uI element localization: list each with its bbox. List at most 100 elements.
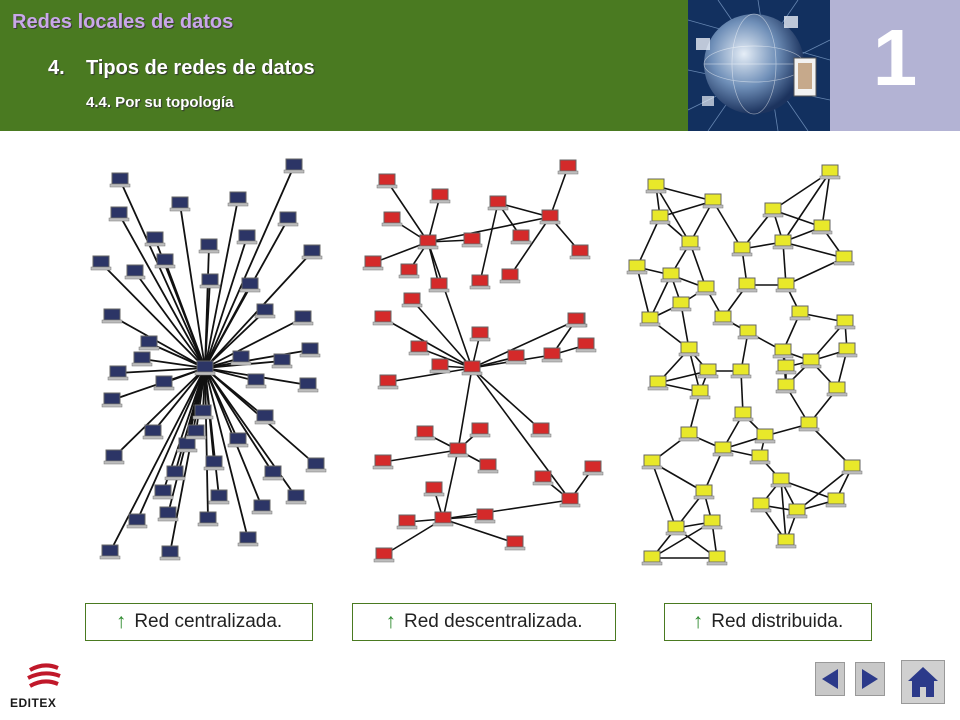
computer-icon <box>689 384 711 400</box>
decentralized-network <box>362 159 604 563</box>
computer-icon <box>665 520 687 536</box>
computer-icon <box>254 303 276 319</box>
computer-icon <box>474 508 496 524</box>
computer-icon <box>377 374 399 390</box>
computer-icon <box>194 360 216 376</box>
computer-icon <box>639 311 661 327</box>
computer-icon <box>373 547 395 563</box>
next-button[interactable] <box>855 662 885 696</box>
computer-icon <box>197 511 219 527</box>
computer-icon <box>301 244 323 260</box>
computer-icon <box>107 365 129 381</box>
network-link <box>195 367 206 433</box>
computer-icon <box>505 349 527 365</box>
computer-icon <box>510 229 532 245</box>
network-link <box>509 216 551 277</box>
distributed-network <box>626 164 863 566</box>
centralized-network <box>90 158 327 561</box>
computer-icon <box>230 350 252 366</box>
network-link <box>141 358 206 369</box>
network-link <box>152 367 206 433</box>
computer-icon <box>825 492 847 508</box>
network-topology-diagrams <box>90 158 863 566</box>
network-link <box>164 260 206 369</box>
editex-logo-icon <box>27 663 61 688</box>
network-link <box>204 349 311 369</box>
computer-icon <box>645 178 667 194</box>
computer-icon <box>702 193 724 209</box>
computer-icon <box>477 458 499 474</box>
computer-icon <box>770 472 792 488</box>
computer-icon <box>372 454 394 470</box>
computer-icon <box>569 244 591 260</box>
computer-icon <box>789 305 811 321</box>
network-link <box>117 367 206 374</box>
network-link <box>204 280 211 369</box>
computer-icon <box>285 489 307 505</box>
network-link <box>471 367 542 431</box>
network-link <box>119 179 206 369</box>
computer-icon <box>731 241 753 257</box>
computer-icon <box>142 424 164 440</box>
triangle-left-icon <box>822 669 838 689</box>
computer-icon <box>185 424 207 440</box>
network-link <box>712 200 743 250</box>
network-link <box>655 185 714 202</box>
computer-icon <box>539 209 561 225</box>
course-title: Redes locales de datos <box>12 11 234 33</box>
computer-icon <box>108 206 130 222</box>
computer-icon <box>144 231 166 247</box>
up-arrow-icon: ↑ <box>692 610 704 633</box>
computer-icon <box>408 340 430 356</box>
home-button[interactable] <box>901 660 945 704</box>
chapter-number-box: 1 <box>830 0 960 131</box>
computer-icon <box>504 535 526 551</box>
network-link <box>796 466 853 512</box>
computer-icon <box>841 459 863 475</box>
network-link <box>386 180 429 243</box>
computer-icon <box>750 497 772 513</box>
network-link <box>479 202 499 283</box>
computer-icon <box>800 353 822 369</box>
computer-icon <box>198 238 220 254</box>
section-number: 4. <box>48 57 65 79</box>
network-link <box>427 216 551 243</box>
computer-icon <box>199 273 221 289</box>
computer-icon <box>487 195 509 211</box>
network-link <box>471 367 571 501</box>
computer-icon <box>499 268 521 284</box>
computer-icon <box>697 363 719 379</box>
computer-icon <box>811 219 833 235</box>
computer-icon <box>299 342 321 358</box>
chapter-number: 1 <box>872 13 918 102</box>
computer-icon <box>775 533 797 549</box>
computer-icon <box>277 211 299 227</box>
computer-icon <box>297 377 319 393</box>
network-link <box>655 185 691 244</box>
network-link <box>113 367 206 458</box>
computer-icon <box>432 511 454 527</box>
computer-icon <box>372 310 394 326</box>
computer-icon <box>641 454 663 470</box>
previous-button[interactable] <box>815 662 845 696</box>
computer-icon <box>251 499 273 515</box>
network-link <box>204 236 248 369</box>
computer-icon <box>423 481 445 497</box>
computer-icon <box>541 347 563 363</box>
computer-icon <box>775 277 797 293</box>
computer-icon <box>701 514 723 530</box>
section-title: 4.Tipos de redes de datos <box>48 57 315 80</box>
computer-icon <box>626 259 648 275</box>
computer-icon <box>775 359 797 375</box>
up-arrow-icon: ↑ <box>385 610 397 633</box>
computer-icon <box>271 353 293 369</box>
network-link <box>636 266 651 320</box>
computer-icon <box>138 335 160 351</box>
computer-icon <box>428 277 450 293</box>
computer-icon <box>292 310 314 326</box>
computer-icon <box>565 312 587 328</box>
network-link <box>782 171 831 243</box>
computer-icon <box>227 432 249 448</box>
computer-icon <box>396 514 418 530</box>
computer-icon <box>754 428 776 444</box>
